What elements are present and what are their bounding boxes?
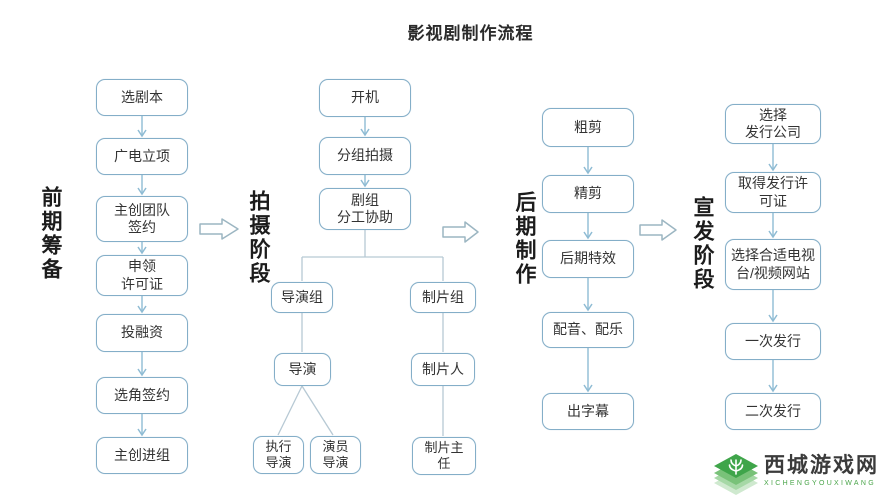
phase-transition-arrow-2 [442,221,479,243]
node-apply-license: 申领 许可证 [96,255,188,296]
phase-label-preproduction: 前期筹备 [39,186,62,282]
node-first-release: 一次发行 [725,323,821,360]
node-rough-cut: 粗剪 [542,108,634,147]
node-dubbing-music: 配音、配乐 [542,312,634,348]
phase2-branch-lines [277,230,444,436]
node-choose-tv-or-website: 选择合适电视 台/视频网站 [725,239,821,290]
node-subtitles: 出字幕 [542,393,634,430]
diagram-title: 影视剧制作流程 [407,24,534,43]
node-production-manager: 制片主 任 [412,437,476,475]
node-executive-director: 执行 导演 [253,436,304,474]
node-start-shooting: 开机 [319,79,411,117]
logo-text: 西城游戏网 XICHENGYOUXIWANG [764,454,879,487]
phase-label-distribution: 宣发阶段 [691,196,714,292]
node-post-effects: 后期特效 [542,240,634,278]
node-production-group: 制片组 [410,282,476,313]
phase-transition-arrow-1 [199,218,239,240]
phase-label-postproduction: 后期制作 [513,191,536,287]
phase-transition-arrow-3 [639,219,677,241]
node-producer: 制片人 [411,353,475,386]
node-creatives-join-crew: 主创进组 [96,437,188,474]
node-obtain-release-license: 取得发行许 可证 [725,172,821,213]
node-crew-division: 剧组 分工协助 [319,188,411,230]
node-director: 导演 [274,353,331,386]
node-group-shooting: 分组拍摄 [319,137,411,175]
logo-site-name: 西城游戏网 [764,454,879,477]
branch-line [277,385,303,436]
branch-line [301,385,334,436]
node-actor-director: 演员 导演 [310,436,361,474]
phase-label-shooting: 拍摄阶段 [247,190,270,286]
node-director-group: 导演组 [271,282,333,313]
site-watermark: 西城游戏网 XICHENGYOUXIWANG [713,454,879,496]
node-sign-creative-team: 主创团队 签约 [96,196,188,242]
xicheng-logo-icon [714,454,758,495]
node-fine-cut: 精剪 [542,175,634,213]
logo-site-name-pinyin: XICHENGYOUXIWANG [764,480,876,488]
node-second-release: 二次发行 [725,393,821,430]
node-casting-signing: 选角签约 [96,377,188,414]
node-financing: 投融资 [96,314,188,352]
node-choose-distributor: 选择 发行公司 [725,104,821,144]
node-select-script: 选剧本 [96,79,188,116]
node-broadcast-approval: 广电立项 [96,138,188,175]
